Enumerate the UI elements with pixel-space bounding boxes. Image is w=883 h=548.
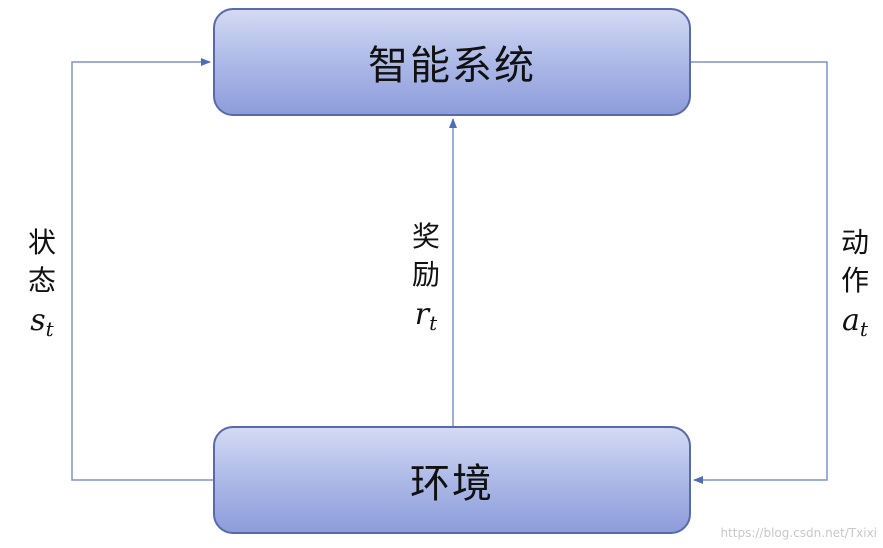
action-label-line1: 动 [840, 226, 869, 259]
state-label: 状 态 st [18, 224, 66, 348]
action-symbol: at [842, 303, 868, 341]
environment-node: 环境 [213, 426, 691, 534]
state-connector [71, 58, 213, 481]
action-label-line2: 作 [840, 264, 869, 297]
state-symbol: st [30, 303, 54, 341]
reward-label: 奖 励 rt [402, 218, 450, 342]
state-label-line2: 态 [27, 264, 56, 297]
environment-node-label: 环境 [410, 461, 494, 507]
watermark: https://blog.csdn.net/Txixi [720, 526, 877, 540]
agent-node: 智能系统 [213, 8, 691, 116]
agent-node-label: 智能系统 [368, 43, 536, 89]
action-connector [691, 61, 828, 484]
reward-label-line1: 奖 [411, 220, 440, 253]
state-label-line1: 状 [27, 226, 56, 259]
reward-symbol: rt [414, 297, 438, 335]
action-label: 动 作 at [830, 224, 880, 348]
reward-label-line2: 励 [411, 258, 440, 291]
